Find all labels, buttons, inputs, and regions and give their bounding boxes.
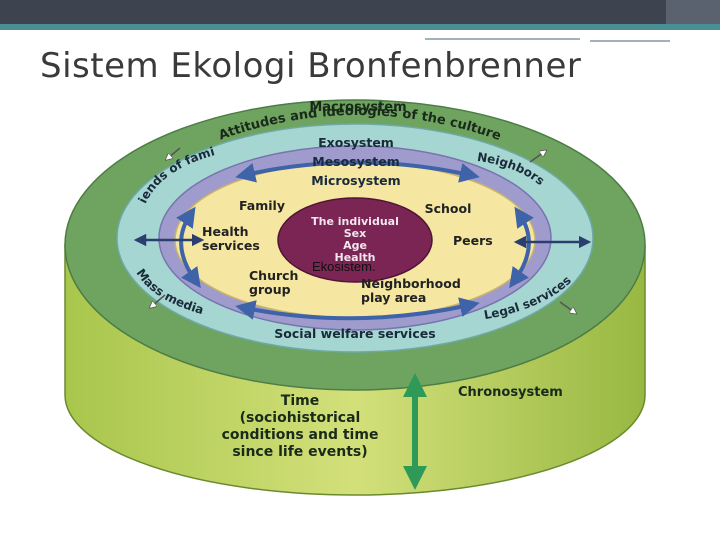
time-label-4: since life events) xyxy=(232,444,367,460)
radial-arrow-top-right xyxy=(529,152,544,163)
radial-arrow-top-left xyxy=(168,147,181,158)
decorative-line xyxy=(425,38,580,40)
health-services-label-1: Health xyxy=(202,224,249,239)
social-welfare-label: Social welfare services xyxy=(274,326,435,341)
individual-health-label: Health xyxy=(335,251,376,264)
individual-center xyxy=(277,197,433,283)
peers-label: Peers xyxy=(453,233,493,248)
meso-arrow-left xyxy=(176,206,201,289)
neighborhood-label-2: play area xyxy=(361,290,426,305)
church-group-label-2: group xyxy=(249,282,291,297)
individual-age-label: Age xyxy=(343,239,367,252)
macrosystem-label: Macrosystem xyxy=(309,100,406,115)
slide-title: Sistem Ekologi Bronfenbrenner xyxy=(40,46,582,86)
ekosistem-overlay-label: Ekosistem. xyxy=(312,259,376,274)
slide-accent-line xyxy=(0,24,720,30)
mesosystem-label: Mesosystem xyxy=(312,154,399,169)
time-label-1: Time xyxy=(281,393,319,409)
individual-sex-label: Sex xyxy=(344,227,366,240)
neighborhood-label-1: Neighborhood xyxy=(361,276,461,291)
chronosystem-label: Chronosystem xyxy=(458,385,563,400)
time-label-2: (sociohistorical xyxy=(240,410,361,426)
slide-top-bar-accent xyxy=(666,0,720,24)
meso-arrow-bottom xyxy=(235,297,480,321)
church-group-label-1: Church xyxy=(249,268,298,283)
microsystem-label: Microsystem xyxy=(311,173,400,188)
radial-arrow-bottom-right xyxy=(559,301,574,312)
slide-top-bar xyxy=(0,0,720,24)
exosystem-label: Exosystem xyxy=(318,135,394,150)
decorative-line xyxy=(590,40,670,42)
health-services-label-2: services xyxy=(202,238,260,253)
meso-arrow-top xyxy=(235,160,480,183)
family-label: Family xyxy=(239,198,285,213)
individual-label: The individual xyxy=(311,215,399,228)
school-label: School xyxy=(425,201,472,216)
time-label-3: conditions and time xyxy=(222,427,379,443)
radial-arrow-bottom-left xyxy=(152,294,166,306)
